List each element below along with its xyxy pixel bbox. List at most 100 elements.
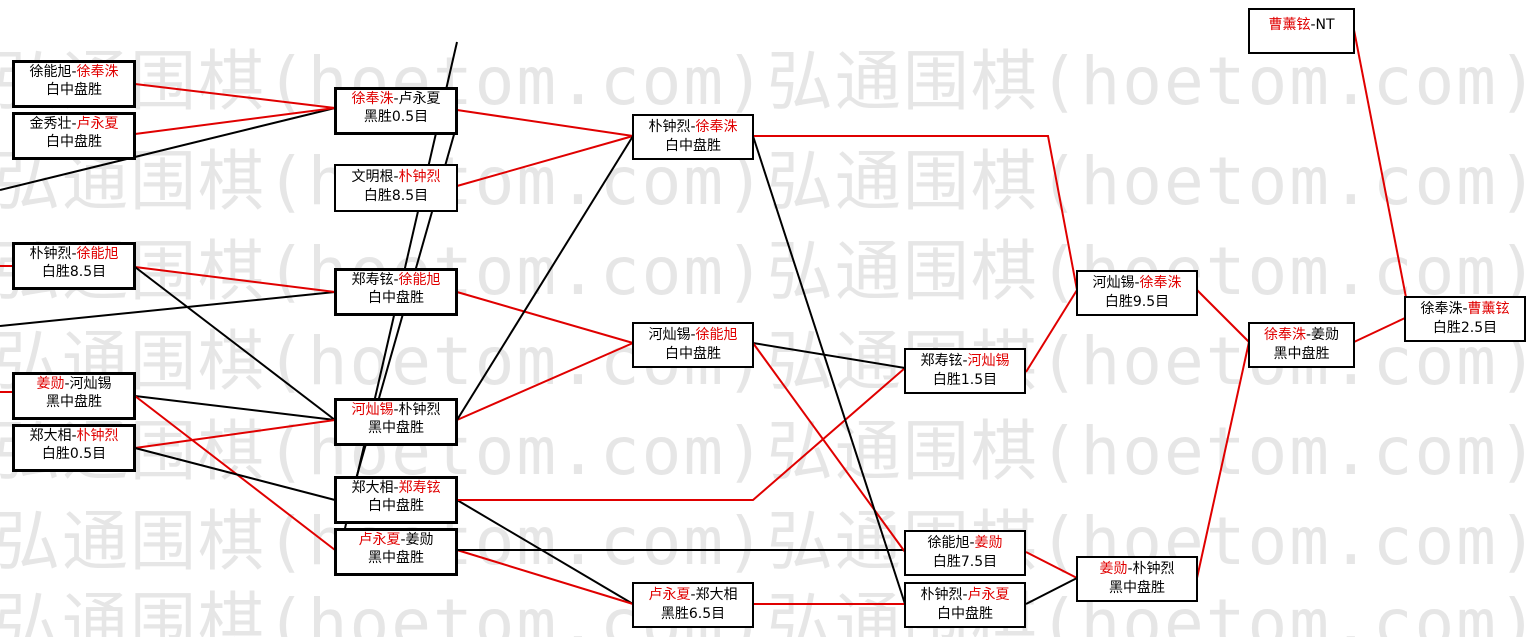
player-1: 河灿锡 [648, 327, 691, 343]
player-2-winner: 姜勋 [974, 535, 1003, 551]
player-2-winner: 朴钟烈 [398, 169, 441, 185]
separator: - [962, 353, 968, 369]
match-players: 朴钟烈-徐奉洙 [634, 118, 752, 137]
player-1: 文明根 [351, 169, 394, 185]
match-box-r2-5[interactable]: 郑大相-郑寿铉 白中盘胜 [334, 476, 458, 524]
match-box-r4-3[interactable]: 朴钟烈-卢永夏 白中盘胜 [904, 582, 1026, 628]
match-box-r2-2[interactable]: 文明根-朴钟烈 白胜8.5目 [334, 164, 458, 212]
match-result: 黑胜0.5目 [363, 109, 429, 125]
player-2: 朴钟烈 [1132, 561, 1175, 577]
separator: - [393, 480, 399, 496]
match-result: 黑中盘胜 [1273, 346, 1330, 362]
separator: - [71, 64, 77, 80]
separator: - [1134, 275, 1140, 291]
match-players: 金秀壮-卢永夏 [15, 115, 133, 133]
match-box-r4-2[interactable]: 徐能旭-姜勋 白胜7.5目 [904, 530, 1026, 576]
match-result: 黑胜6.5目 [660, 606, 726, 622]
match-players: 徐能旭-徐奉洙 [15, 63, 133, 81]
match-result: 白胜2.5目 [1432, 320, 1498, 336]
match-result: 黑中盘胜 [368, 550, 424, 566]
match-players: 徐能旭-姜勋 [906, 534, 1024, 553]
connector-line [1353, 317, 1406, 343]
connector-line [134, 266, 336, 421]
player-1: 金秀壮 [29, 116, 72, 132]
match-players: 徐奉洙-姜勋 [1250, 326, 1353, 345]
connector-line [134, 266, 336, 293]
player-2: 郑大相 [695, 587, 738, 603]
player-2: 姜勋 [1311, 327, 1340, 343]
match-box-r3-1[interactable]: 朴钟烈-徐奉洙 白中盘胜 [632, 114, 754, 160]
match-result: 白胜7.5目 [932, 554, 998, 570]
separator: - [393, 169, 399, 185]
player-1: 河灿锡 [1092, 275, 1135, 291]
match-box-r4-1[interactable]: 郑寿铉-河灿锡 白胜1.5目 [904, 348, 1026, 394]
match-box-r1-1[interactable]: 徐能旭-徐奉洙 白中盘胜 [12, 60, 136, 108]
match-players: 河灿锡-徐能旭 [634, 326, 752, 345]
player-2-winner: 河灿锡 [967, 353, 1010, 369]
match-box-r3-3[interactable]: 卢永夏-郑大相 黑胜6.5目 [632, 582, 754, 628]
player-1: 郑大相 [351, 480, 394, 496]
match-result: 白胜8.5目 [363, 188, 429, 204]
match-result: 白中盘胜 [937, 606, 993, 622]
match-players: 河灿锡-朴钟烈 [337, 401, 455, 419]
player-2: 姜勋 [405, 532, 434, 548]
match-box-r1-4[interactable]: 姜勋-河灿锡 黑中盘胜 [12, 372, 136, 420]
match-box-r5-1[interactable]: 河灿锡-徐奉洙 白胜9.5目 [1076, 270, 1198, 316]
separator: - [962, 587, 968, 603]
player-1-winner: 卢永夏 [648, 587, 691, 603]
match-box-r3-2[interactable]: 河灿锡-徐能旭 白中盘胜 [632, 322, 754, 368]
separator: - [690, 587, 696, 603]
match-box-r2-3[interactable]: 郑寿铉-徐能旭 白中盘胜 [334, 268, 458, 316]
connector-line [1025, 551, 1078, 579]
match-box-r5-2[interactable]: 姜勋-朴钟烈 黑中盘胜 [1076, 556, 1198, 602]
match-players: 卢永夏-郑大相 [634, 586, 752, 605]
match-box-r6-1[interactable]: 徐奉洙-姜勋 黑中盘胜 [1248, 322, 1355, 368]
match-players: 曹薰铉-NT [1250, 16, 1353, 35]
separator: - [400, 532, 406, 548]
player-2-winner: 徐奉洙 [76, 64, 119, 80]
connector-line [0, 107, 336, 191]
player-2-winner: 徐奉洙 [695, 119, 738, 135]
connector-line [456, 291, 634, 344]
separator: - [1305, 327, 1312, 343]
match-players: 郑寿铉-徐能旭 [337, 271, 455, 289]
separator: - [393, 272, 399, 288]
connector-line [134, 107, 336, 135]
match-box-r1-2[interactable]: 金秀壮-卢永夏 白中盘胜 [12, 112, 136, 160]
connector-line [1025, 289, 1078, 373]
player-1-winner: 徐奉洙 [351, 91, 394, 107]
player-1: 郑寿铉 [351, 272, 394, 288]
match-result: 白中盘胜 [46, 82, 102, 98]
match-box-r2-6[interactable]: 卢永夏-姜勋 黑中盘胜 [334, 528, 458, 576]
player-1-winner: 徐奉洙 [1263, 327, 1306, 343]
match-players: 文明根-朴钟烈 [336, 168, 456, 187]
player-1: 朴钟烈 [29, 246, 72, 262]
player-2-winner: 卢永夏 [967, 587, 1010, 603]
match-players: 郑大相-郑寿铉 [337, 479, 455, 497]
match-box-top-seed[interactable]: 曹薰铉-NT [1248, 8, 1355, 54]
match-box-final[interactable]: 徐奉洙-曹薰铉 白胜2.5目 [1404, 296, 1526, 342]
connector-line [134, 83, 336, 109]
connector-line [1025, 577, 1078, 605]
player-2-winner: 郑寿铉 [398, 480, 441, 496]
separator: - [690, 119, 696, 135]
player-1-winner: 姜勋 [1099, 561, 1128, 577]
connector-line [134, 447, 336, 501]
match-box-r2-4[interactable]: 河灿锡-朴钟烈 黑中盘胜 [334, 398, 458, 446]
connector-line [1353, 29, 1411, 319]
match-box-r1-5[interactable]: 郑大相-朴钟烈 白胜0.5目 [12, 424, 136, 472]
player-2: 卢永夏 [398, 91, 441, 107]
match-box-r2-1[interactable]: 徐奉洙-卢永夏 黑胜0.5目 [334, 87, 458, 135]
connector-line [752, 342, 906, 369]
match-players: 朴钟烈-卢永夏 [906, 586, 1024, 605]
connector-line [1196, 341, 1250, 579]
connector-line [0, 291, 336, 327]
match-box-r1-3[interactable]: 朴钟烈-徐能旭 白胜8.5目 [12, 242, 136, 290]
player-2-winner: 徐能旭 [76, 246, 119, 262]
separator: - [71, 246, 77, 262]
match-players: 郑寿铉-河灿锡 [906, 352, 1024, 371]
connector-line [456, 499, 634, 605]
connector-line [456, 549, 634, 605]
connector-line [752, 342, 906, 553]
